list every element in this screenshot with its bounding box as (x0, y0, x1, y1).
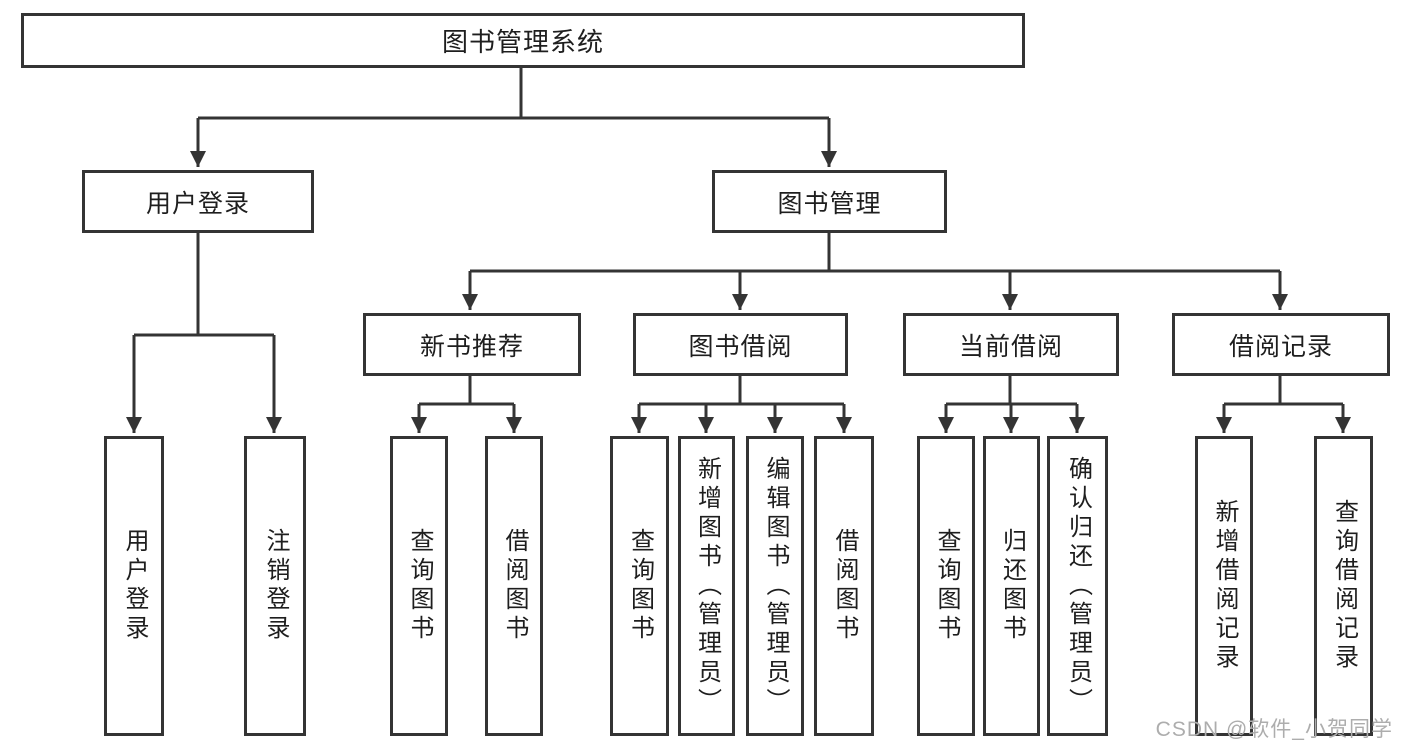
leaf-box-edit-books-admin: 编辑图书（管理员） (746, 436, 804, 736)
csdn-watermark: CSDN @软件_小贺同学 (1155, 718, 1393, 741)
node-label: 编辑图书（管理员） (762, 455, 789, 717)
node-label: 借阅图书 (831, 528, 858, 644)
leaf-box-query-books-2: 查询图书 (610, 436, 669, 736)
node-label: 查询图书 (626, 528, 654, 644)
leaf-box-logout: 注销登录 (244, 436, 306, 736)
leaf-box-borrow-books-1: 借阅图书 (485, 436, 543, 736)
leaf-box-query-books-1: 查询图书 (390, 436, 448, 736)
node-box-book-management: 图书管理 (712, 170, 947, 233)
node-box-new-book-recommend: 新书推荐 (363, 313, 581, 376)
node-label: 借阅记录 (1228, 332, 1333, 361)
node-label: 用户登录 (145, 189, 250, 218)
node-box-user-login-group: 用户登录 (82, 170, 314, 233)
node-box-borrow-record: 借阅记录 (1172, 313, 1390, 376)
leaf-box-confirm-return-admin: 确认归还（管理员） (1047, 436, 1108, 736)
node-label: 新增图书（管理员） (693, 455, 721, 717)
node-box-book-borrow: 图书借阅 (633, 313, 848, 376)
node-box-current-borrow: 当前借阅 (903, 313, 1119, 376)
node-label: 新书推荐 (419, 332, 524, 361)
leaf-box-add-borrow-record: 新增借阅记录 (1195, 436, 1253, 736)
leaf-box-query-books-3: 查询图书 (917, 436, 975, 736)
node-label: 图书管理 (777, 189, 882, 218)
node-label: 图书管理系统 (441, 27, 604, 57)
leaf-box-add-books-admin: 新增图书（管理员） (678, 436, 735, 736)
node-label: 查询图书 (406, 528, 433, 644)
leaf-box-user-login: 用户登录 (104, 436, 164, 736)
node-label: 借阅图书 (501, 528, 528, 644)
node-label: 注销登录 (262, 528, 289, 644)
node-box-system-root: 图书管理系统 (21, 13, 1025, 68)
node-label: 当前借阅 (958, 332, 1063, 361)
leaf-box-query-borrow-record: 查询借阅记录 (1314, 436, 1373, 736)
node-label: 查询图书 (933, 528, 960, 644)
leaf-box-return-books: 归还图书 (983, 436, 1040, 736)
node-label: 查询借阅记录 (1330, 499, 1358, 673)
node-label: 新增借阅记录 (1211, 499, 1238, 673)
node-label: 用户登录 (121, 528, 148, 644)
node-label: 归还图书 (998, 528, 1026, 644)
node-label: 确认归还（管理员） (1064, 455, 1092, 717)
leaf-box-borrow-books-2: 借阅图书 (814, 436, 874, 736)
node-label: 图书借阅 (688, 332, 793, 361)
